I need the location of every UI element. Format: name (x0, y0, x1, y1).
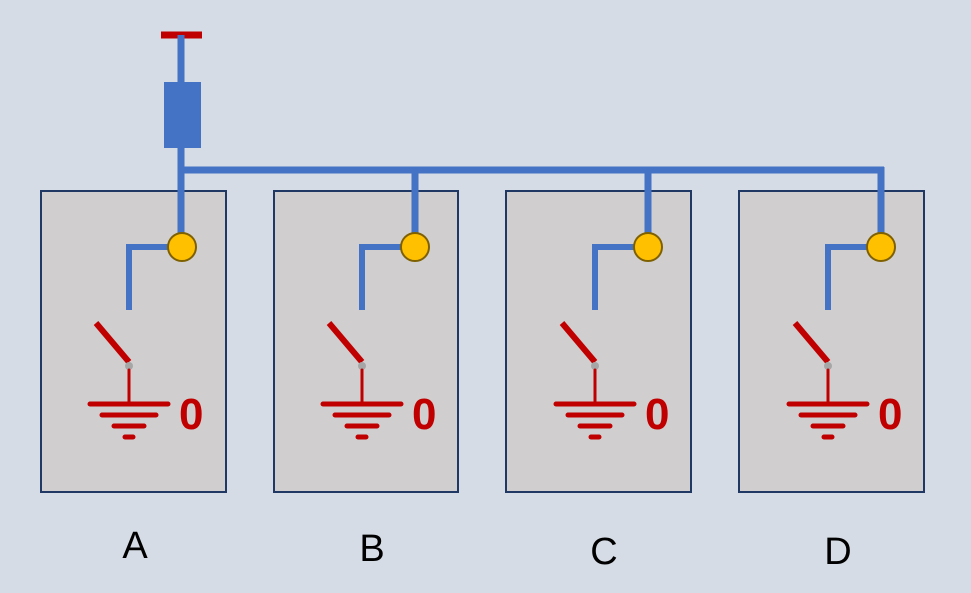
switch-pivot (591, 362, 599, 370)
panel-a-state: 0 (179, 390, 204, 439)
connection-dot-icon (400, 232, 430, 262)
panel-d (738, 190, 925, 493)
feed-wire-a (126, 244, 182, 310)
connection-dot-icon (167, 232, 197, 262)
feed-wire-c (592, 244, 648, 310)
panel-d-label: D (824, 531, 852, 573)
connection-dot-icon (633, 232, 663, 262)
ground-icon (87, 368, 171, 440)
panel-c-label: C (590, 531, 618, 573)
panel-c (505, 190, 692, 493)
switch-pivot (358, 362, 366, 370)
switch-pivot (824, 362, 832, 370)
panel-a-label: A (122, 525, 148, 567)
panel-b-label: B (359, 528, 385, 570)
switch-icon (93, 321, 132, 364)
panel-c-state: 0 (645, 390, 670, 439)
panel-b-state: 0 (412, 390, 437, 439)
feed-wire-d (825, 244, 881, 310)
switch-icon (792, 321, 831, 364)
ground-icon (320, 368, 404, 440)
switch-pivot (125, 362, 133, 370)
switch-icon (559, 321, 598, 364)
ground-icon (786, 368, 870, 440)
connection-dot-icon (866, 232, 896, 262)
fuse-icon (164, 82, 201, 148)
ground-icon (553, 368, 637, 440)
panel-b (273, 190, 459, 493)
panel-a (40, 190, 227, 493)
switch-icon (326, 321, 365, 364)
feed-wire-b (359, 244, 415, 310)
panel-d-state: 0 (878, 390, 903, 439)
